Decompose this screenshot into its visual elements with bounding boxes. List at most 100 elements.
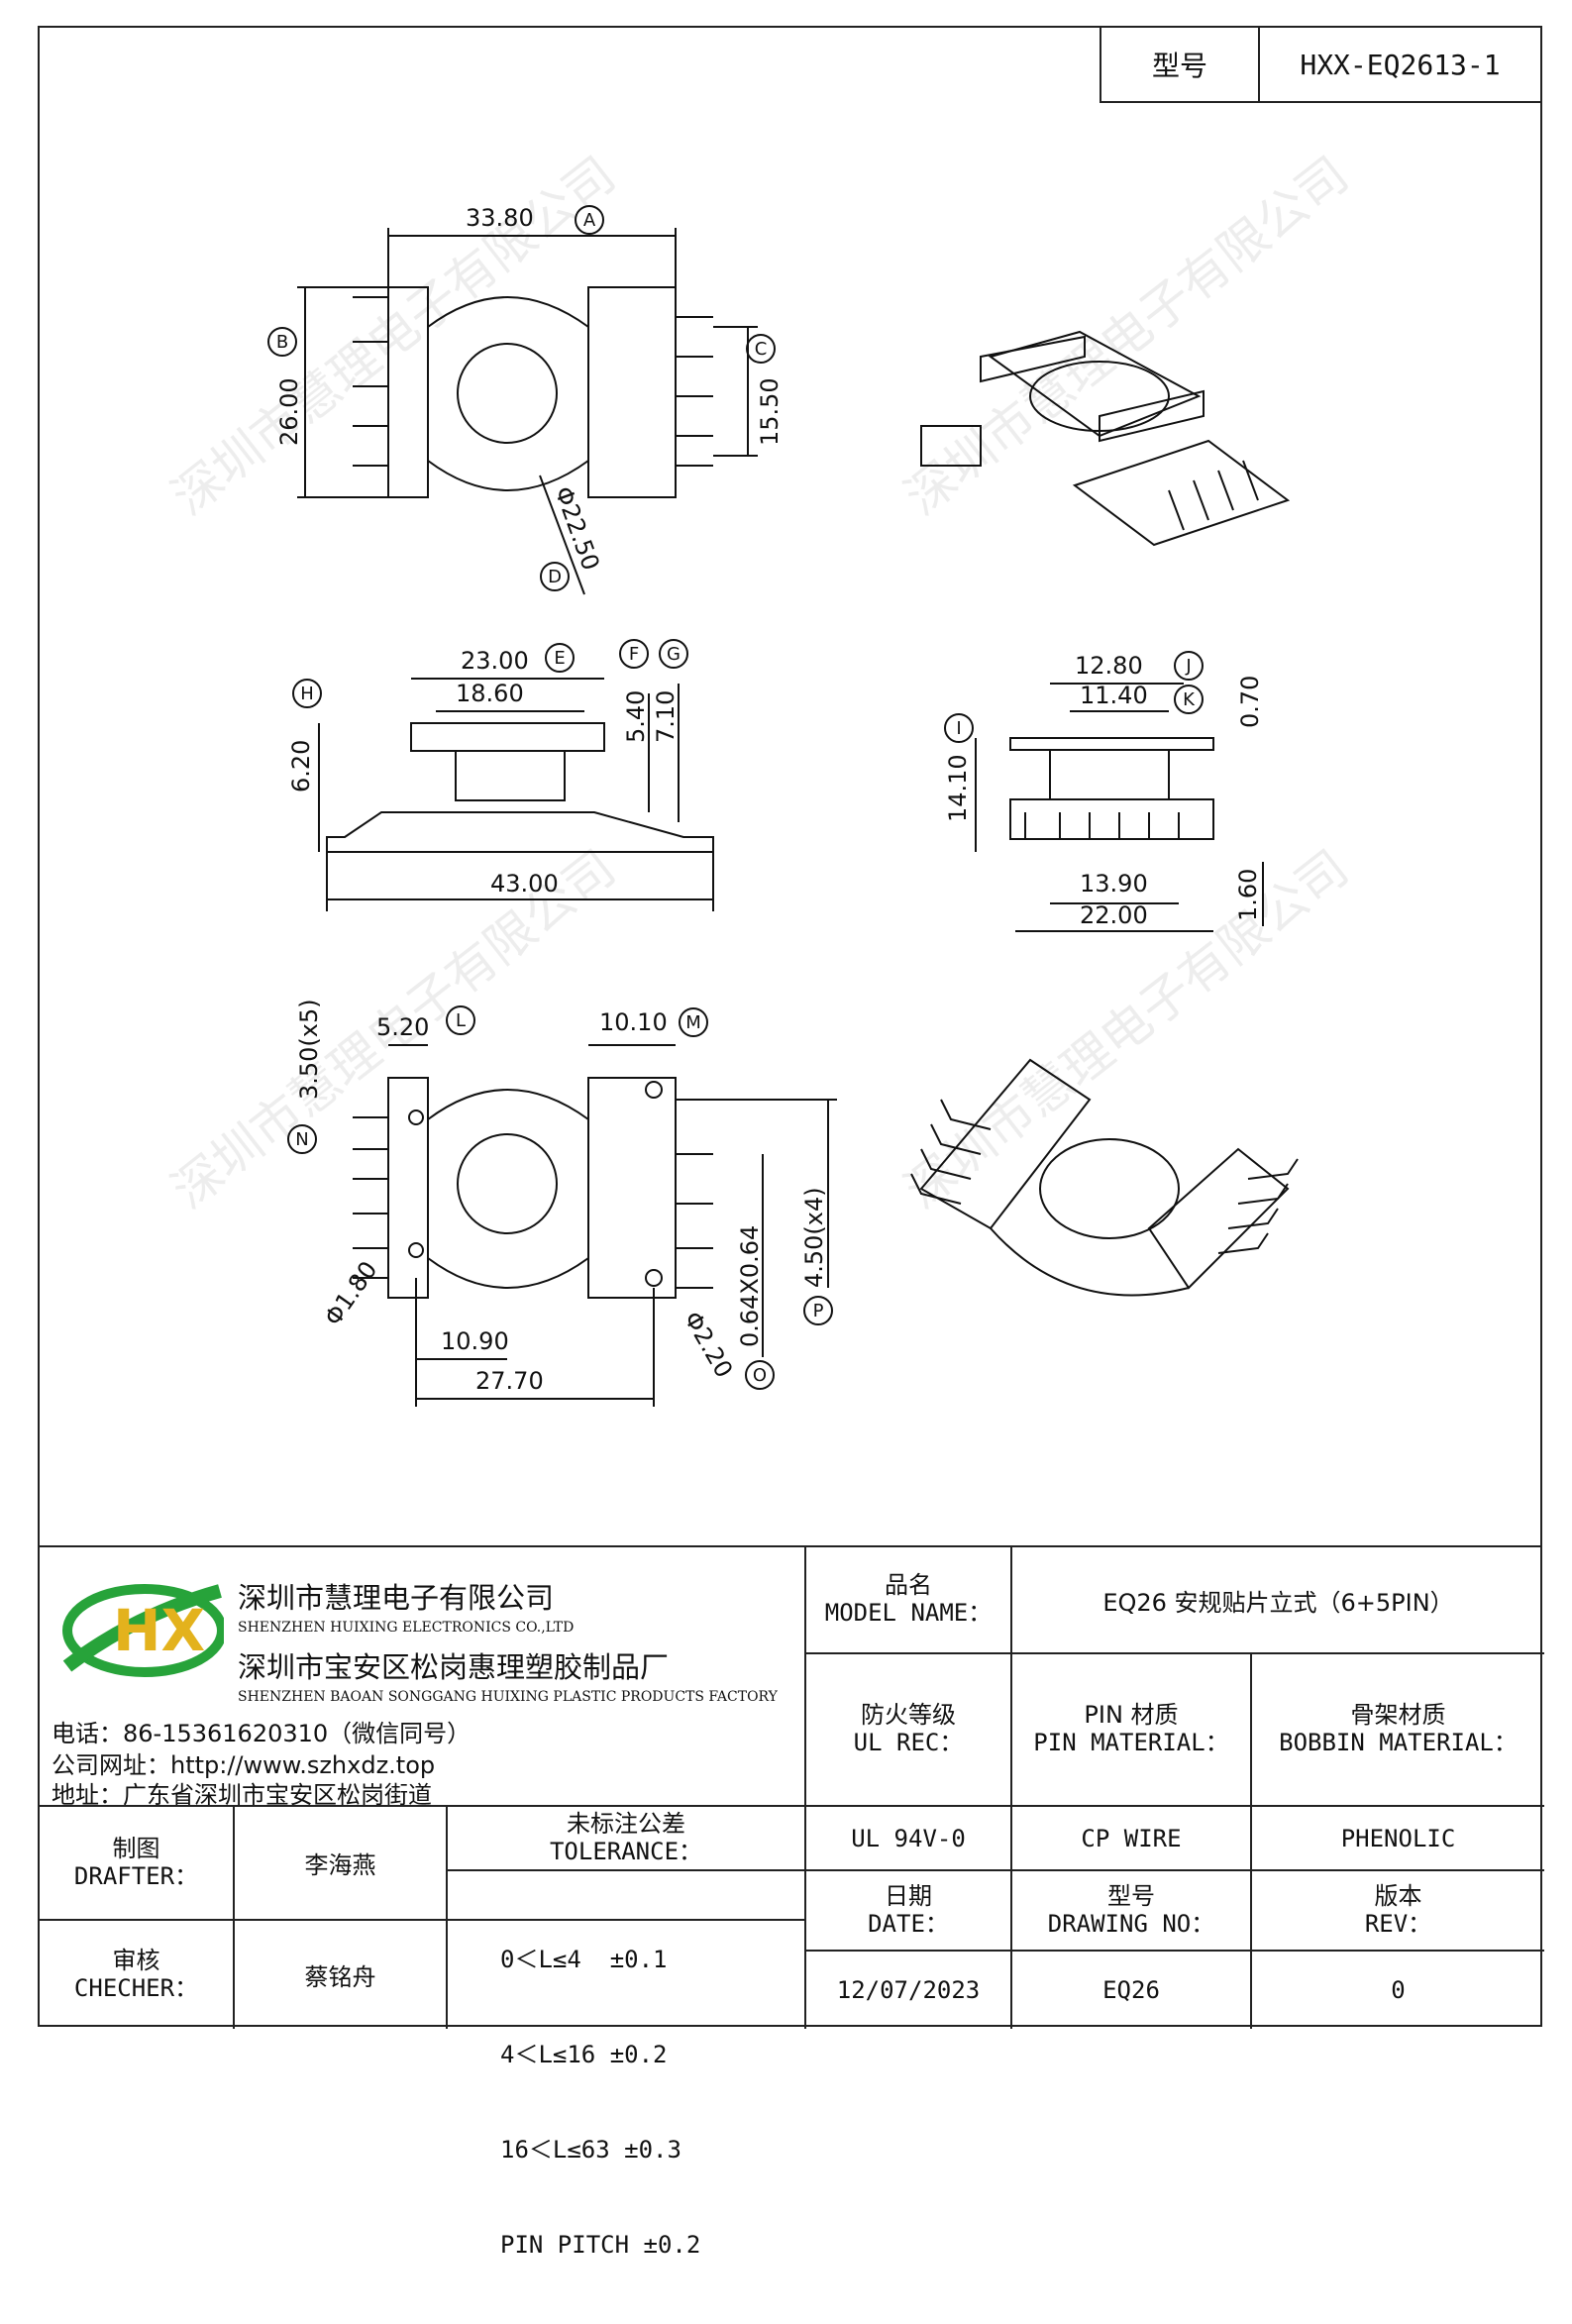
front-view xyxy=(318,678,714,911)
grid-line xyxy=(40,1805,1544,1807)
marker-e: E xyxy=(554,648,565,669)
drawing-no-value: EQ26 xyxy=(1102,1976,1160,2004)
model-header-value: HXX-EQ2613-1 xyxy=(1300,48,1501,81)
drawing-no-label-en: DRAWING NO： xyxy=(1047,1909,1215,1938)
factory-name-cn: 深圳市宝安区松岗惠理塑胶制品厂 xyxy=(238,1650,670,1684)
grid-line xyxy=(233,1805,235,2029)
checker-label: 审核 CHECHER： xyxy=(40,1921,233,2029)
date-value: 12/07/2023 xyxy=(836,1976,981,2004)
date-label-cn: 日期 xyxy=(885,1881,932,1910)
dim-top-width: 33.80 xyxy=(466,204,534,232)
drafter-label-en: DRAFTER： xyxy=(73,1861,199,1890)
drafter-label-cn: 制图 xyxy=(112,1834,160,1862)
dim-top-pin-span: 15.50 xyxy=(756,377,784,446)
tolerance-row: PIN PITCH ±0.2 xyxy=(500,2231,701,2259)
dim-bottom-pin-size: 0.64X0.64 xyxy=(736,1225,764,1347)
ul-rec-label-cn: 防火等级 xyxy=(861,1701,956,1730)
tolerance-row: 4＜L≤16 ±0.2 xyxy=(500,2041,668,2068)
dim-bottom-pitch2: 4.50(x4) xyxy=(800,1187,828,1288)
grid-line xyxy=(804,1869,1544,1871)
marker-a: A xyxy=(583,210,596,231)
marker-b: B xyxy=(276,332,288,353)
company-logo: HX xyxy=(55,1575,227,1678)
bottom-view xyxy=(353,1044,837,1407)
model-header-label: 型号 xyxy=(1101,28,1260,101)
tolerance-row: 16＜L≤63 ±0.3 xyxy=(500,2136,681,2164)
grid-line xyxy=(40,1919,804,1921)
ul-rec-label-en: UL REC： xyxy=(853,1729,964,1756)
bobbin-material-label-cn: 骨架材质 xyxy=(1350,1701,1446,1730)
checker-label-cn: 审核 xyxy=(112,1946,160,1974)
drawing-no-label-cn: 型号 xyxy=(1107,1881,1155,1910)
ul-rec-label: 防火等级 UL REC： xyxy=(806,1654,1010,1805)
grid-line xyxy=(804,1652,1544,1654)
dim-front-top-width: 23.00 xyxy=(461,647,529,675)
tolerance-label: 未标注公差 TOLERANCE： xyxy=(448,1807,804,1869)
marker-i: I xyxy=(956,718,961,739)
grid-line xyxy=(1250,1652,1252,2029)
factory-name-en: SHENZHEN BAOAN SONGGANG HUIXING PLASTIC … xyxy=(238,1689,778,1705)
company-area: HX 深圳市慧理电子有限公司 SHENZHEN HUIXING ELECTRON… xyxy=(40,1547,804,1809)
grid-line xyxy=(446,1805,448,2029)
tolerance-list: 0＜L≤4 ±0.1 4＜L≤16 ±0.2 16＜L≤63 ±0.3 PIN … xyxy=(500,1880,700,2324)
dim-front-h2: 7.10 xyxy=(652,690,680,743)
ul-rec-value: UL 94V-0 xyxy=(851,1824,966,1852)
dim-side-w1: 12.80 xyxy=(1075,652,1143,680)
bobbin-material-label-en: BOBBIN MATERIAL： xyxy=(1279,1729,1518,1756)
dim-bottom-m: 10.10 xyxy=(599,1008,668,1036)
checker-label-en: CHECHER： xyxy=(73,1973,199,2002)
dim-bottom-l: 5.20 xyxy=(376,1013,429,1041)
grid-line xyxy=(804,1950,1544,1952)
dim-side-inner: 13.90 xyxy=(1080,870,1148,898)
marker-l: L xyxy=(456,1010,466,1031)
tolerance-label-en: TOLERANCE： xyxy=(549,1837,703,1865)
marker-h: H xyxy=(300,684,314,704)
grid-line xyxy=(804,1547,806,2029)
company-phone: 电话：86-15361620310（微信同号） xyxy=(52,1720,472,1747)
marker-o: O xyxy=(753,1365,767,1386)
drafter-label: 制图 DRAFTER： xyxy=(40,1807,233,1919)
dim-front-base: 43.00 xyxy=(490,870,559,898)
dim-side-w2: 11.40 xyxy=(1080,682,1148,709)
model-name-label-en: MODEL NAME： xyxy=(824,1599,993,1627)
dim-front-h1: 5.40 xyxy=(622,690,650,743)
dim-bottom-w2: 27.70 xyxy=(475,1367,544,1395)
tolerance-row: 0＜L≤4 ±0.1 xyxy=(500,1946,668,1973)
pin-material-label-cn: PIN 材质 xyxy=(1084,1701,1179,1730)
rev-value: 0 xyxy=(1391,1976,1406,2004)
dim-bottom-pin-d: Φ1.80 xyxy=(319,1256,382,1330)
bobbin-material-label: 骨架材质 BOBBIN MATERIAL： xyxy=(1252,1654,1544,1805)
company-name-cn: 深圳市慧理电子有限公司 xyxy=(238,1581,555,1615)
dim-front-total-height: 6.20 xyxy=(287,740,315,792)
marker-g: G xyxy=(667,644,681,665)
marker-k: K xyxy=(1183,689,1196,710)
iso-view-bottom xyxy=(910,1058,1299,1297)
grid-line xyxy=(1010,1547,1012,2029)
grid-line xyxy=(446,1869,804,1871)
dim-bottom-pitch: 3.50(x5) xyxy=(295,999,323,1100)
marker-m: M xyxy=(685,1012,701,1033)
dim-side-height: 14.10 xyxy=(944,754,972,822)
dim-front-inner-width: 18.60 xyxy=(456,680,524,707)
marker-c: C xyxy=(755,339,768,360)
drafter-name: 李海燕 xyxy=(304,1851,376,1879)
model-header-box: 型号 HXX-EQ2613-1 xyxy=(1100,26,1542,103)
rev-label-en: REV： xyxy=(1364,1909,1432,1938)
side-view xyxy=(975,683,1264,932)
company-address: 地址：广东省深圳市宝安区松岗街道 xyxy=(52,1781,432,1809)
iso-view-top xyxy=(920,330,1291,547)
marker-n: N xyxy=(295,1129,308,1150)
rev-label: 版本 REV： xyxy=(1252,1871,1544,1950)
company-name-en: SHENZHEN HUIXING ELECTRONICS CO.,LTD xyxy=(238,1620,575,1636)
model-name-label: 品名 MODEL NAME： xyxy=(806,1547,1010,1652)
marker-d: D xyxy=(548,567,562,587)
marker-f: F xyxy=(629,644,639,665)
top-view xyxy=(297,228,758,595)
model-name-value: EQ26 安规贴片立式（6+5PIN） xyxy=(1102,1588,1454,1617)
dim-side-base: 22.00 xyxy=(1080,901,1148,929)
checker-name: 蔡铭舟 xyxy=(304,1963,376,1991)
marker-j: J xyxy=(1185,656,1191,677)
bobbin-material-value: PHENOLIC xyxy=(1340,1824,1456,1852)
tolerance-label-cn: 未标注公差 xyxy=(567,1809,685,1838)
pin-material-label: PIN 材质 PIN MATERIAL： xyxy=(1012,1654,1250,1805)
